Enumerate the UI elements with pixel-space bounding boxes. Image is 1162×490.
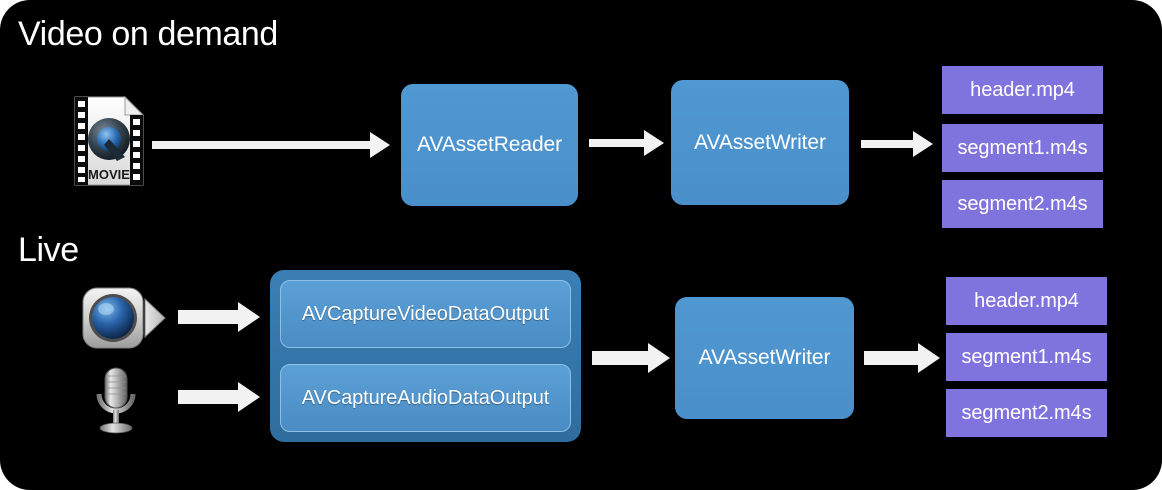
arrow-camera-to-capture xyxy=(178,302,260,332)
node-avassetreader[interactable]: AVAssetReader xyxy=(401,84,578,206)
section-title-video-on-demand: Video on demand xyxy=(18,15,278,53)
video-camera-icon xyxy=(82,287,166,349)
file-box-header-mp4-vod[interactable]: header.mp4 xyxy=(942,66,1103,114)
arrow-writer-to-files-live xyxy=(864,343,940,373)
arrow-capture-to-writer xyxy=(592,343,670,373)
file-box-segment1-m4s-live[interactable]: segment1.m4s xyxy=(946,333,1107,381)
node-avcapturevideodataoutput[interactable]: AVCaptureVideoDataOutput xyxy=(280,280,571,348)
node-avassetwriter-live[interactable]: AVAssetWriter xyxy=(675,297,854,419)
microphone-icon xyxy=(90,366,142,436)
file-box-segment2-m4s-vod[interactable]: segment2.m4s xyxy=(942,180,1103,228)
file-box-segment1-m4s-vod[interactable]: segment1.m4s xyxy=(942,124,1103,172)
arrow-microphone-to-capture xyxy=(178,382,260,412)
quicktime-movie-file-icon: MOVIE xyxy=(73,95,145,187)
file-box-segment2-m4s-live[interactable]: segment2.m4s xyxy=(946,389,1107,437)
file-box-header-mp4-live[interactable]: header.mp4 xyxy=(946,277,1107,325)
svg-text:MOVIE: MOVIE xyxy=(88,167,130,182)
node-avcaptureaudiodataoutput[interactable]: AVCaptureAudioDataOutput xyxy=(280,364,571,432)
arrow-writer-to-files-vod xyxy=(861,131,933,157)
arrow-reader-to-writer xyxy=(589,130,664,156)
arrow-movie-to-reader xyxy=(152,132,390,158)
capture-outputs-group: AVCaptureVideoDataOutput AVCaptureAudioD… xyxy=(270,270,581,442)
section-title-live: Live xyxy=(18,231,79,269)
node-avassetwriter-vod[interactable]: AVAssetWriter xyxy=(671,80,849,205)
